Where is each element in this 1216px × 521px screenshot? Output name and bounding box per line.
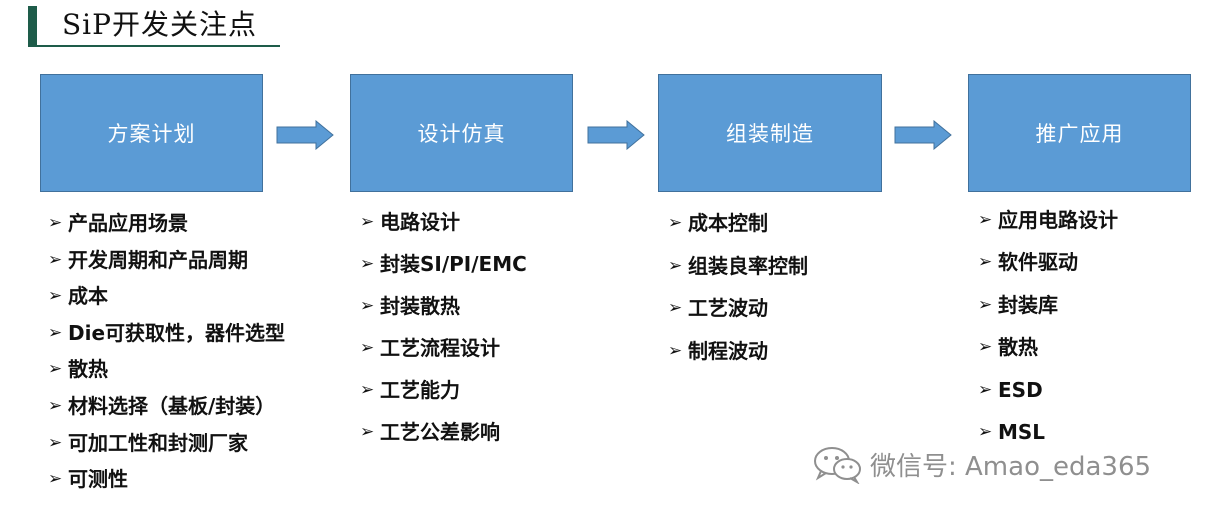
list-item: ➢成本控制 — [668, 208, 808, 251]
list-item: ➢散热 — [48, 354, 285, 391]
arrow-bullet-icon: ➢ — [668, 213, 683, 233]
list-item: ➢可测性 — [48, 464, 285, 501]
arrow-bullet-icon: ➢ — [360, 380, 375, 400]
list-item: ➢制程波动 — [668, 336, 808, 379]
title-accent-bar — [28, 6, 37, 46]
arrow-bullet-icon: ➢ — [48, 286, 63, 307]
arrow-bullet-icon: ➢ — [978, 210, 993, 230]
list-item: ➢封装库 — [978, 290, 1118, 332]
stage-label: 设计仿真 — [417, 122, 506, 146]
arrow-bullet-icon: ➢ — [48, 469, 63, 490]
list-item: ➢ESD — [978, 375, 1118, 417]
arrow-bullet-icon: ➢ — [360, 296, 375, 316]
arrow-bullet-icon: ➢ — [48, 359, 63, 380]
list-item: ➢封装SI/PI/EMC — [360, 249, 527, 291]
list-item: ➢散热 — [978, 332, 1118, 374]
stage-box-design: 设计仿真 — [350, 74, 573, 192]
right-arrow-icon — [276, 120, 334, 150]
list-item: ➢软件驱动 — [978, 247, 1118, 289]
arrow-bullet-icon: ➢ — [360, 338, 375, 358]
title-underline — [28, 45, 280, 47]
list-item: ➢产品应用场景 — [48, 208, 285, 245]
arrow-bullet-icon: ➢ — [978, 252, 993, 273]
arrow-bullet-icon: ➢ — [978, 337, 993, 358]
list-item: ➢成本 — [48, 281, 285, 318]
arrow-bullet-icon: ➢ — [978, 421, 993, 442]
list-item: ➢工艺波动 — [668, 293, 808, 336]
arrow-bullet-icon: ➢ — [48, 213, 63, 233]
list-item: ➢材料选择（基板/封装） — [48, 391, 285, 428]
list-item: ➢Die可获取性，器件选型 — [48, 318, 285, 355]
stage-box-assembly: 组装制造 — [658, 74, 882, 192]
arrow-bullet-icon: ➢ — [978, 294, 993, 315]
watermark-text: 微信号: Amao_eda365 — [870, 451, 1152, 482]
arrow-bullet-icon: ➢ — [360, 212, 375, 232]
stage-box-plan: 方案计划 — [40, 74, 263, 192]
stage-box-application: 推广应用 — [968, 74, 1191, 192]
arrow-bullet-icon: ➢ — [48, 249, 63, 270]
right-arrow-icon — [894, 120, 952, 150]
arrow-bullet-icon: ➢ — [48, 395, 63, 416]
page-title: SiP开发关注点 — [62, 8, 257, 41]
assembly-topic-list: ➢成本控制 ➢组装良率控制 ➢工艺波动 ➢制程波动 — [668, 208, 808, 378]
arrow-bullet-icon: ➢ — [48, 432, 63, 453]
wechat-watermark: 微信号: Amao_eda365 — [812, 444, 1151, 484]
plan-topic-list: ➢产品应用场景 ➢开发周期和产品周期 ➢成本 ➢Die可获取性，器件选型 ➢散热… — [48, 208, 285, 501]
list-item: ➢应用电路设计 — [978, 205, 1118, 247]
arrow-bullet-icon: ➢ — [978, 379, 993, 400]
list-item: ➢MSL — [978, 417, 1118, 459]
list-item: ➢可加工性和封测厂家 — [48, 428, 285, 465]
stage-label: 方案计划 — [107, 122, 196, 146]
list-item: ➢工艺流程设计 — [360, 333, 527, 375]
arrow-bullet-icon: ➢ — [668, 255, 683, 276]
stage-label: 推广应用 — [1035, 122, 1124, 146]
arrow-bullet-icon: ➢ — [48, 322, 63, 343]
arrow-bullet-icon: ➢ — [668, 298, 683, 319]
right-arrow-icon — [587, 120, 645, 150]
stage-label: 组装制造 — [726, 122, 814, 146]
list-item: ➢封装散热 — [360, 291, 527, 333]
arrow-bullet-icon: ➢ — [668, 340, 683, 361]
arrow-bullet-icon: ➢ — [360, 254, 375, 274]
wechat-icon — [814, 447, 861, 484]
list-item: ➢组装良率控制 — [668, 251, 808, 294]
list-item: ➢工艺能力 — [360, 375, 527, 417]
arrow-bullet-icon: ➢ — [360, 422, 375, 442]
list-item: ➢电路设计 — [360, 207, 527, 249]
design-topic-list: ➢电路设计 ➢封装SI/PI/EMC ➢封装散热 ➢工艺流程设计 ➢工艺能力 ➢… — [360, 207, 527, 459]
list-item: ➢开发周期和产品周期 — [48, 245, 285, 282]
list-item: ➢工艺公差影响 — [360, 417, 527, 459]
application-topic-list: ➢应用电路设计 ➢软件驱动 ➢封装库 ➢散热 ➢ESD ➢MSL — [978, 205, 1118, 459]
